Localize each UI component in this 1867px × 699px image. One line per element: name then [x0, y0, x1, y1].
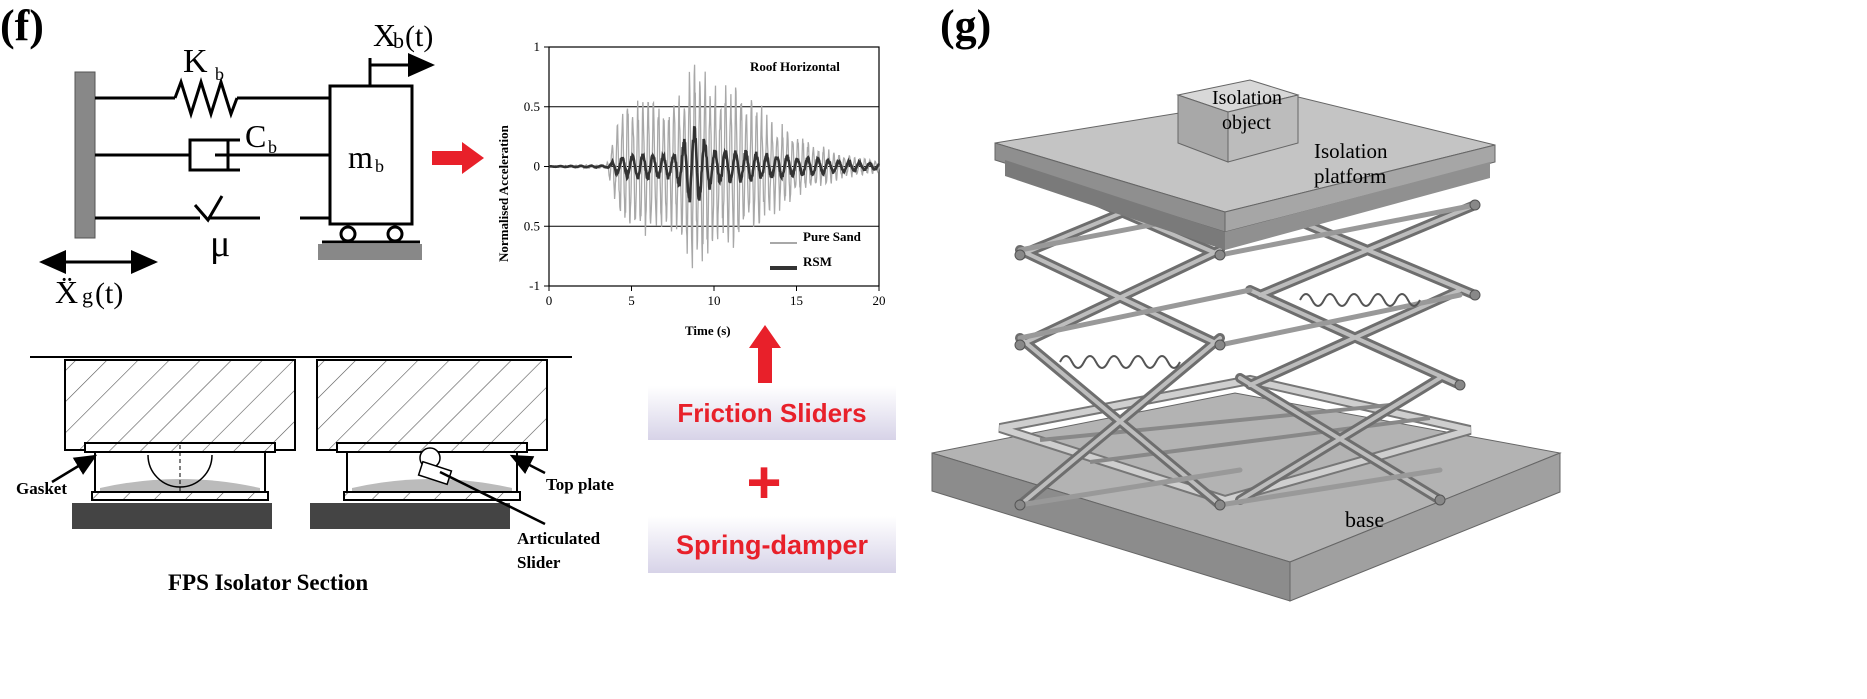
- displacement-arg: (t): [405, 20, 433, 53]
- slider-label-line1: Articulated: [517, 529, 601, 548]
- object-label-line1: Isolation: [1212, 87, 1282, 109]
- roller-icon: [386, 225, 404, 243]
- ground-sub: g: [82, 283, 93, 308]
- displacement-label: X: [373, 17, 396, 53]
- spring-coil-icon: [1059, 355, 1181, 369]
- friction-sliders-text: Friction Sliders: [677, 398, 866, 428]
- gasket-label: Gasket: [16, 479, 67, 498]
- chart-xlabel: Time (s): [685, 323, 731, 338]
- chart-series-line: [548, 126, 881, 203]
- spring-icon: [173, 76, 239, 120]
- chart-ytick-label: 1: [534, 39, 541, 54]
- object-label-line2: object: [1222, 112, 1271, 134]
- friction-sliders-badge: Friction Sliders: [648, 386, 896, 440]
- slider-label-line2: Slider: [517, 553, 561, 572]
- chart-xtick-label: 20: [873, 293, 886, 308]
- chart-ytick-label: 0: [534, 159, 541, 174]
- friction-icon: [193, 195, 224, 223]
- damper-sub: b: [268, 137, 277, 157]
- spring-damper-badge: Spring-damper: [648, 516, 896, 573]
- fps-isolator-left: [64, 359, 296, 529]
- chart-xtick-label: 15: [790, 293, 803, 308]
- panel-f-label: (f): [0, 1, 44, 50]
- fps-section-title: FPS Isolator Section: [168, 570, 368, 595]
- chart-ylabel: Normalised Acceleration: [496, 124, 511, 262]
- base-label: base: [1345, 507, 1384, 532]
- damper-label: C: [245, 118, 266, 154]
- top-plate-label: Top plate: [546, 475, 614, 494]
- chart-xtick-label: 0: [546, 293, 553, 308]
- friction-label: μ: [210, 223, 230, 265]
- legend-label-rsm: RSM: [803, 254, 832, 269]
- mechanical-model: K b C b μ m b X b (t) Ẍ g (t): [39, 17, 435, 310]
- chart-series: [548, 64, 881, 269]
- chart-legend: Pure Sand RSM: [770, 229, 862, 270]
- legend-label-pure-sand: Pure Sand: [803, 229, 862, 244]
- scissor-isolation-platform: base: [931, 79, 1562, 602]
- spring-label: K: [183, 43, 208, 80]
- spring-damper-text: Spring-damper: [676, 530, 869, 560]
- chart-ytick-label: 0.5: [524, 218, 540, 233]
- chart-xtick-label: 10: [708, 293, 721, 308]
- panel-g-label: (g): [940, 1, 991, 50]
- ground-slab: [318, 244, 422, 260]
- spring-sub: b: [215, 64, 224, 84]
- chart-ticks: 0 5 10 15 20 -1 0.5 0 0.5 1: [524, 39, 886, 308]
- mass-sub: b: [375, 156, 384, 176]
- ground-label: Ẍ: [55, 274, 78, 310]
- mass-label: m: [348, 139, 373, 175]
- fixed-wall: [74, 71, 96, 239]
- chart-ytick-label: 0.5: [524, 99, 540, 114]
- displacement-sub: b: [393, 28, 404, 53]
- ground-arg: (t): [95, 277, 123, 310]
- plus-icon: +: [746, 449, 781, 516]
- spring-coil-icon: [1299, 293, 1421, 307]
- fps-isolator-right: [310, 359, 548, 529]
- fps-isolator-section: Gasket Top plate Articulated Slider FPS …: [16, 356, 614, 595]
- red-arrow-up-icon: [749, 325, 781, 383]
- red-arrow-right-icon: [432, 142, 484, 174]
- mass-block: [328, 84, 414, 226]
- platform-label-line2: platform: [1314, 164, 1386, 188]
- platform-label-line1: Isolation: [1314, 139, 1388, 163]
- chart-roof-horizontal: 0 5 10 15 20 -1 0.5 0 0.5 1 Roof Horizontal Time …: [496, 39, 886, 338]
- isolation-object: Isolation object: [1176, 79, 1300, 163]
- chart-ytick-label: -1: [529, 278, 540, 293]
- roller-icon: [339, 225, 357, 243]
- chart-title: Roof Horizontal: [750, 59, 840, 74]
- chart-xtick-label: 5: [628, 293, 635, 308]
